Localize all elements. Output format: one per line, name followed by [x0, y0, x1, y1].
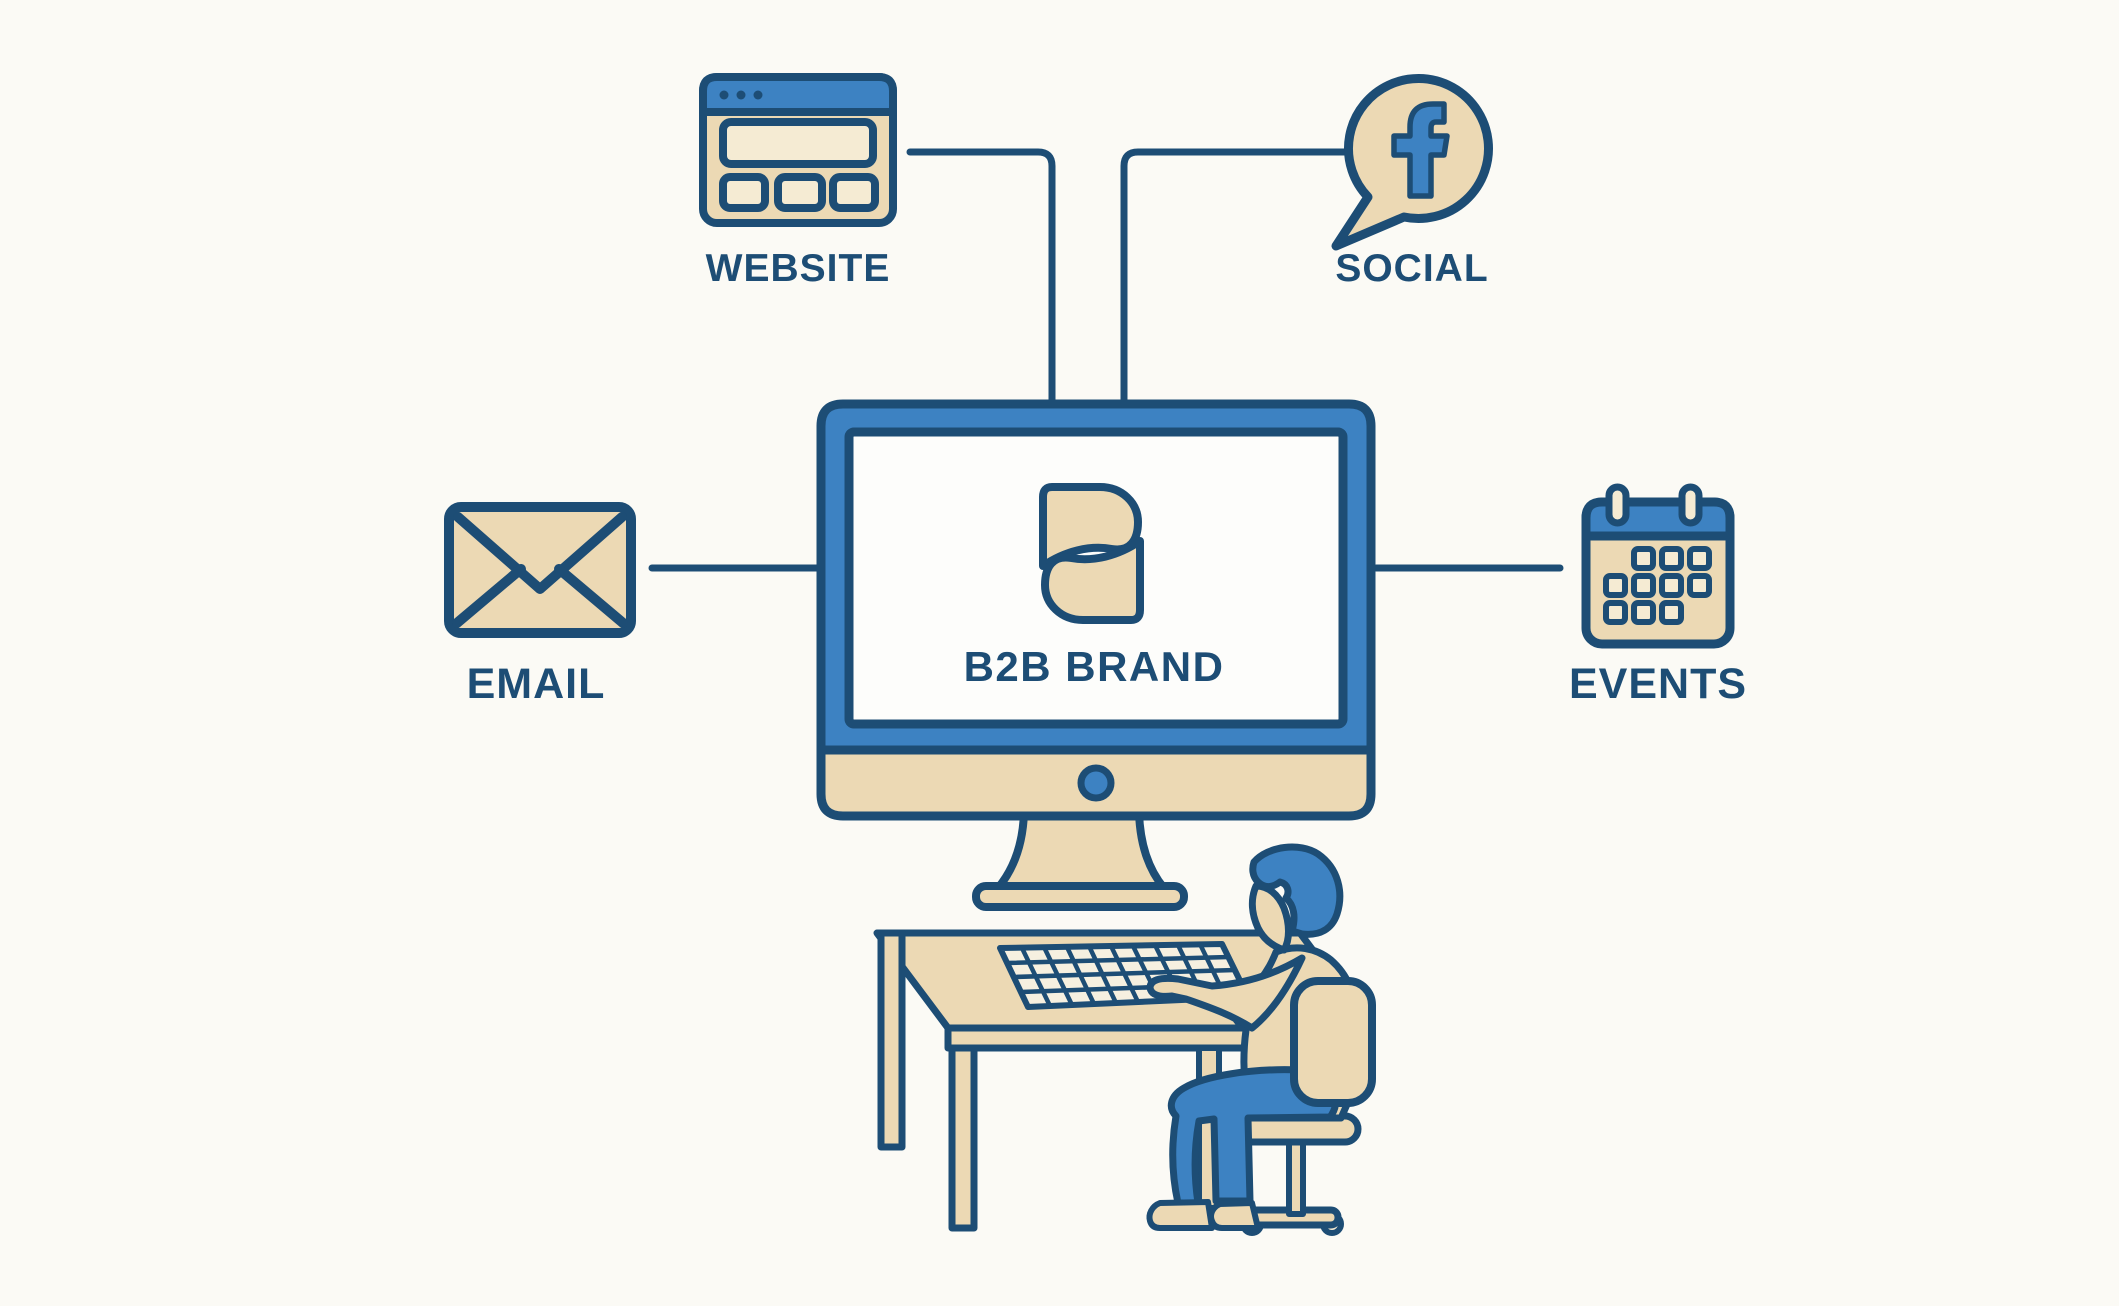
b-logo-upper-leaf — [1039, 483, 1142, 570]
website-icon — [699, 73, 897, 227]
website-label: WEBSITE — [706, 247, 891, 290]
monitor-power-button — [1077, 764, 1115, 802]
brand-label: B2B BRAND — [964, 643, 1225, 690]
social-icon — [1331, 74, 1493, 251]
envelope-flap — [453, 512, 627, 594]
browser-window-dots — [719, 90, 763, 100]
calendar-rings — [1605, 483, 1703, 527]
desk-leg-front-left — [948, 1044, 978, 1232]
envelope-body — [444, 502, 636, 638]
monitor-stand — [994, 808, 1168, 892]
person-shoe-back — [1208, 1200, 1261, 1231]
monitor-stand-base — [972, 882, 1188, 911]
email-icon — [444, 502, 636, 638]
person-shoe-front — [1146, 1199, 1215, 1231]
b-monogram-logo — [1039, 483, 1144, 624]
browser-block-3 — [829, 173, 879, 212]
events-icon — [1581, 483, 1735, 649]
b-logo-lower-leaf — [1041, 537, 1144, 624]
calendar-day-cells — [1603, 546, 1712, 625]
person-typing-at-desk — [873, 843, 1376, 1236]
person-arm-hand — [1146, 954, 1306, 1032]
browser-block-2 — [774, 173, 826, 212]
person-hair — [1249, 843, 1344, 938]
social-label: SOCIAL — [1335, 247, 1488, 290]
person-legs — [1167, 1066, 1340, 1207]
browser-block-1 — [719, 173, 769, 212]
monitor-icon: B2B BRAND — [816, 399, 1376, 911]
connector-social — [1120, 148, 1348, 408]
browser-title-bar — [699, 73, 897, 116]
events-label: EVENTS — [1569, 660, 1747, 708]
envelope-fold-left — [452, 564, 526, 628]
browser-hero-block — [719, 118, 877, 168]
desk-leg-back-left — [877, 929, 906, 1151]
envelope-fold-right — [554, 564, 628, 628]
email-label: EMAIL — [467, 660, 606, 708]
connector-lines — [648, 148, 1564, 572]
facebook-f-icon — [1391, 101, 1450, 199]
connector-website — [906, 148, 1056, 408]
chair-backrest — [1290, 977, 1376, 1107]
person-face — [1248, 882, 1292, 954]
chair-post — [1286, 1135, 1306, 1217]
